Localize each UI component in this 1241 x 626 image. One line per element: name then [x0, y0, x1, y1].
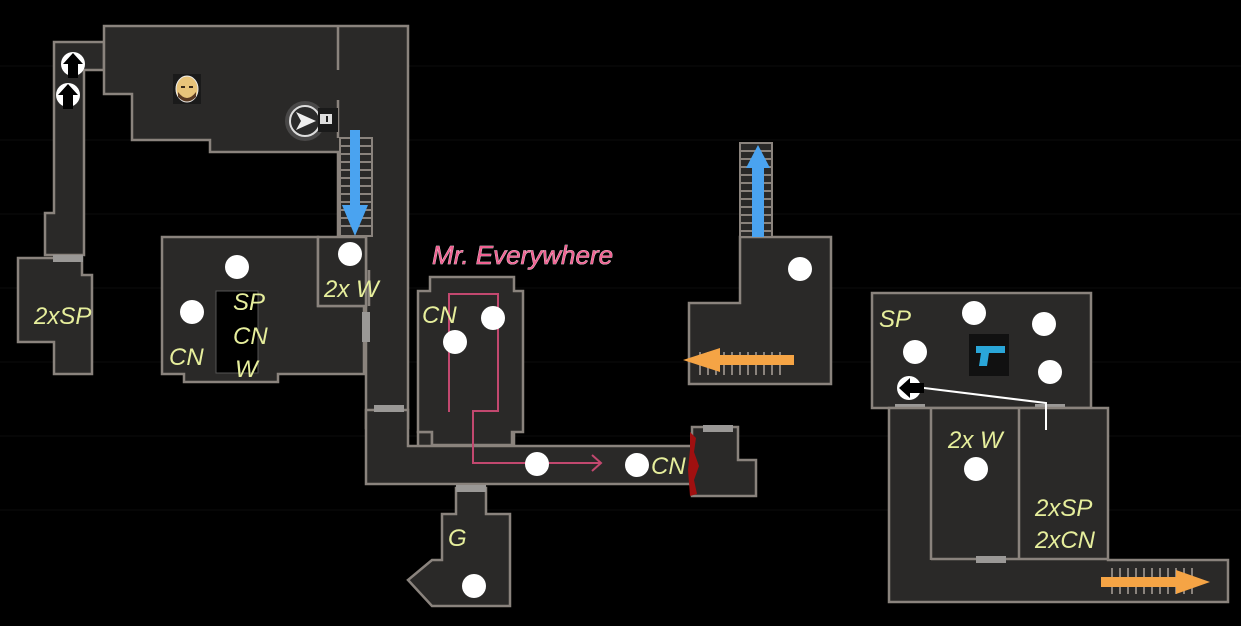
pickup-dot: [481, 306, 505, 330]
pickup-dot: [180, 300, 204, 324]
label-corridor-end: CN: [651, 453, 686, 480]
stairs-right[interactable]: [1101, 568, 1210, 594]
stairs-left[interactable]: [683, 348, 794, 375]
door-corridor-end: [703, 425, 733, 432]
pickup-dot: [1032, 312, 1056, 336]
enemy-name-label: Mr. Everywhere: [432, 240, 613, 270]
blood-door-icon: [688, 432, 699, 496]
room-left-2xsp: [16, 256, 94, 376]
label-center-left-cn: CN: [169, 344, 204, 371]
door-stair-landing: [362, 312, 370, 342]
pickup-dot: [1038, 360, 1062, 384]
door-left: [53, 255, 83, 262]
label-closet-sp: SP: [233, 289, 265, 316]
room-bottom-g: [406, 486, 512, 608]
label-right-lower-a: 2xSP: [1034, 495, 1092, 522]
label-right-mid: 2x W: [947, 427, 1005, 454]
player-arrow-icon[interactable]: [285, 101, 338, 141]
label-left-room: 2xSP: [33, 303, 91, 330]
pickup-dot: [443, 330, 467, 354]
label-center-room: CN: [422, 302, 457, 329]
room-corridor-end: [690, 425, 758, 498]
pickup-dot: [903, 340, 927, 364]
pickup-dot: [964, 457, 988, 481]
stairs-up-arrow-icon: [746, 145, 770, 237]
pickup-dot: [462, 574, 486, 598]
label-closet-cn: CN: [233, 323, 268, 350]
pickup-dot: [225, 255, 249, 279]
pickup-dot: [338, 242, 362, 266]
stairs-down[interactable]: [339, 130, 373, 237]
supply-closet: [215, 290, 259, 374]
bald-man-portrait-icon[interactable]: [173, 74, 201, 104]
stairs-up[interactable]: [739, 142, 773, 238]
up-arrow-exit-icon[interactable]: [61, 52, 85, 78]
door-bottom: [456, 485, 486, 492]
label-bottom-room: G: [448, 525, 467, 552]
pickup-dot: [962, 301, 986, 325]
door-corridor-top: [374, 405, 404, 412]
label-right-lower-b: 2xCN: [1034, 527, 1096, 554]
pickups: [180, 242, 1062, 598]
patrol-arrow-icon: [591, 454, 603, 472]
route-line: [915, 386, 1047, 430]
pistol-icon[interactable]: [969, 334, 1009, 376]
enemy-patrol-path: [448, 293, 600, 464]
up-arrow-exit-icon[interactable]: [56, 83, 80, 109]
stairs-left-arrow-icon: [683, 348, 794, 372]
left-arrow-exit-icon[interactable]: [897, 376, 924, 400]
stairs-right-arrow-icon: [1101, 570, 1210, 594]
pickup-dot: [788, 257, 812, 281]
door-right-3: [976, 556, 1006, 563]
pickup-dot: [525, 452, 549, 476]
stairs-down-arrow-icon: [342, 130, 368, 236]
label-stair-room: 2x W: [323, 276, 381, 303]
label-closet-w: W: [235, 356, 260, 383]
pickup-dot: [625, 453, 649, 477]
room-right-lower: [887, 406, 1230, 604]
label-right-room: SP: [879, 306, 911, 333]
